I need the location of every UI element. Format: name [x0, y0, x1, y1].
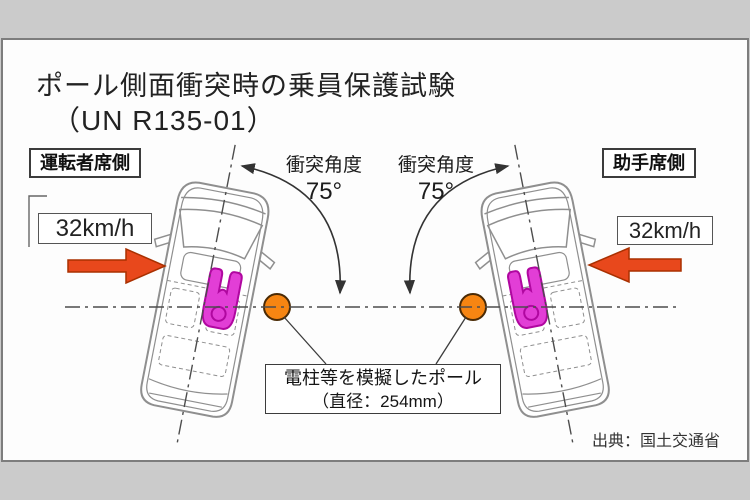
car-top-view-passenger-side [462, 144, 628, 446]
pole-leader-left [283, 316, 327, 365]
car-top-view-driver-side [122, 144, 288, 446]
driver-side-label: 運転者席側 [29, 148, 141, 178]
passenger-side-label: 助手席側 [602, 148, 696, 178]
impact-angle-label-right: 衝突角度 75° [388, 154, 484, 206]
speed-box-bracket [28, 195, 47, 247]
impact-angle-text-left: 衝突角度 [285, 155, 362, 176]
speed-arrow-left [67, 247, 167, 285]
pole-description-box: 電柱等を模擬したポール （直径：254mm） [265, 364, 501, 414]
source-credit: 出典：国土交通省 [592, 433, 721, 450]
impact-angle-label-left: 衝突角度 75° [276, 154, 372, 206]
diagram-title: ポール側面衝突時の乗員保護試験 [36, 71, 456, 101]
speed-label-left: 32km/h [38, 213, 152, 244]
impact-angle-arc-right [403, 163, 510, 295]
impact-angle-text-right: 衝突角度 [397, 155, 474, 176]
pole-leader-right [435, 316, 467, 365]
impact-angle-arc-left [240, 163, 347, 295]
pole-description-line2: （直径：254mm） [312, 392, 454, 411]
impact-angle-value-right: 75° [417, 178, 455, 205]
speed-arrow-right [587, 246, 682, 284]
pole-description-line1: 電柱等を模擬したポール [284, 368, 482, 388]
diagram-subtitle: （UN R135-01） [52, 105, 276, 136]
impact-angle-value-left: 75° [305, 178, 343, 205]
speed-label-right: 32km/h [617, 216, 713, 245]
